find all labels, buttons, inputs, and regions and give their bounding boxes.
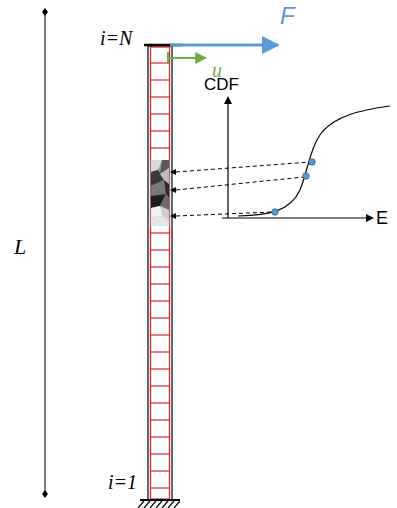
support-hatch [144,501,150,508]
segment-divider [151,470,170,471]
support-hatch [156,501,162,508]
cdf-axes [222,96,374,222]
index-label: i=1 [108,472,137,492]
sample-points [272,159,315,215]
segment-divider [151,283,170,284]
support-hatch [138,501,144,508]
segment-divider [151,487,170,488]
segment-divider [151,113,170,114]
force-label: F [280,4,295,28]
displacement-arrow [168,52,206,64]
segment-divider [151,130,170,131]
length-label: L [14,236,26,258]
segment-divider [151,351,170,352]
segment-divider [151,385,170,386]
segment-divider [151,436,170,437]
index-label: i=N [100,28,132,48]
segment-divider [151,96,170,97]
segment-divider [151,266,170,267]
segment-divider [151,62,170,63]
bar-column [148,46,172,500]
support-hatch [174,501,180,508]
force-arrow [170,44,278,47]
segment-divider [151,334,170,335]
segment-divider [151,402,170,403]
segment-divider [151,368,170,369]
cdf-curve [238,106,390,216]
axis-label: E [376,209,388,227]
length-dimension [42,8,48,498]
segment-divider [151,419,170,420]
segment-divider [151,249,170,250]
support-hatch [168,501,174,508]
sample-leaders [170,162,310,219]
segment-divider [151,317,170,318]
support-hatch [162,501,168,508]
segment-divider [151,232,170,233]
support-hatch [150,501,156,508]
axis-label: CDF [204,76,239,93]
grain-texture [151,160,170,226]
fixed-support [138,500,180,508]
segment-divider [151,453,170,454]
segment-divider [151,147,170,148]
segment-divider [151,300,170,301]
segment-divider [151,79,170,80]
